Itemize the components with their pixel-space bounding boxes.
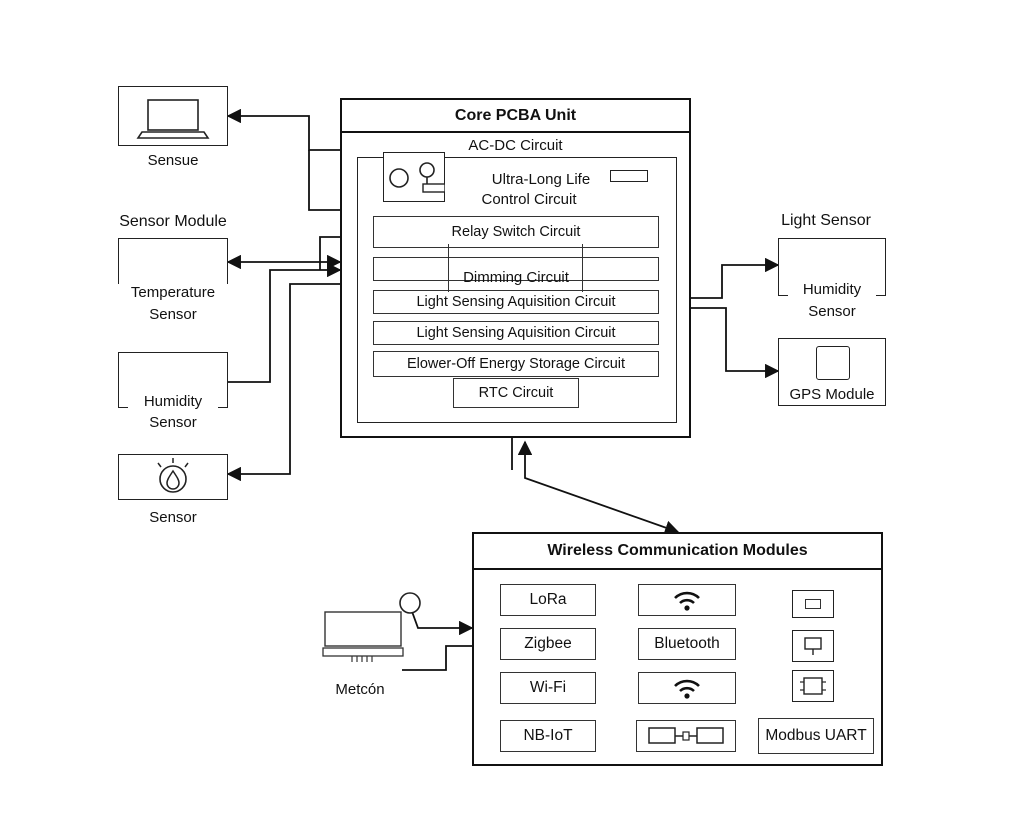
core-title-divider	[342, 131, 689, 133]
meter-label: Metcón	[335, 681, 385, 698]
wifi-module: Wi-Fi	[500, 672, 596, 704]
lora-module: LoRa	[500, 584, 596, 616]
sensor-laptop-box	[118, 86, 228, 146]
power-off-energy-storage-circuit: Elower-Off Energy Storage Circuit	[373, 351, 659, 377]
dimming-circuit: Dimming Circuit	[463, 268, 569, 286]
converter-icon	[648, 727, 724, 744]
acdc-circuit-label: AC-DC Circuit	[468, 137, 563, 154]
nbiot-module: NB-IoT	[500, 720, 596, 752]
wifi-signal-box-1	[638, 584, 736, 616]
droplet-sensor-icon	[157, 458, 189, 493]
sensor-bottom-box	[118, 454, 228, 500]
zigbee-module: Zigbee	[500, 628, 596, 660]
humidity-sensor-right-label-1: Humidity	[788, 281, 876, 298]
temperature-sensor-label-1: Temperature	[113, 284, 233, 301]
control-circuit-label-1: Ultra-Long Life	[491, 171, 591, 188]
humidity-sensor-right-label-2: Sensor	[808, 303, 856, 320]
temperature-sensor-label-2: Sensor	[149, 306, 197, 323]
gps-module-box: GPS Module	[778, 338, 886, 406]
wifi-signal-box-2	[638, 672, 736, 704]
control-indicator-icon	[389, 162, 445, 193]
link-gps	[658, 307, 780, 379]
link-core-wireless	[517, 440, 680, 535]
control-circuit-label-2: Control Circuit	[481, 191, 577, 208]
control-connector-icon	[610, 170, 648, 182]
dimming-circuit-row	[373, 257, 659, 281]
gps-chip-icon	[816, 346, 850, 380]
sensor-module-title: Sensor Module	[119, 213, 227, 230]
device-monitor-icon	[792, 630, 834, 662]
sensor-top-label: Sensue	[147, 152, 199, 169]
light-sensor-title: Light Sensor	[781, 212, 871, 229]
relay-switch-circuit: Relay Switch Circuit	[373, 216, 659, 248]
device-chip-icon	[792, 670, 834, 702]
laptop-icon	[136, 99, 210, 139]
sensor-bottom-label: Sensor	[149, 509, 197, 526]
monitor-icon	[804, 637, 822, 655]
humidity-sensor-left-label-1: Humidity	[128, 393, 218, 410]
control-unit-block	[383, 152, 445, 202]
converter-box	[636, 720, 736, 752]
dimming-right-edge	[582, 244, 584, 292]
modbus-uart-module: Modbus UART	[758, 718, 874, 754]
device-display-icon-1	[792, 590, 834, 618]
core-pcba-title: Core PCBA Unit	[454, 107, 577, 124]
rtc-circuit: RTC Circuit	[453, 378, 579, 408]
display-icon	[805, 599, 821, 609]
dimming-left-edge	[448, 244, 450, 292]
meter-device-icon	[322, 592, 421, 662]
light-sensing-acquisition-circuit-2: Light Sensing Aquisition Circuit	[373, 321, 659, 345]
link-humidity-left	[228, 262, 342, 383]
link-bottom-sensor	[226, 283, 340, 482]
bluetooth-module: Bluetooth	[638, 628, 736, 660]
humidity-sensor-left-label-2: Sensor	[149, 414, 197, 431]
wireless-title-divider	[474, 568, 881, 570]
gps-module-label: GPS Module	[789, 386, 875, 403]
wireless-title: Wireless Communication Modules	[547, 542, 808, 559]
wifi-icon	[674, 591, 700, 611]
light-sensing-acquisition-circuit-1: Light Sensing Aquisition Circuit	[373, 290, 659, 314]
chip-icon	[800, 677, 826, 695]
wifi-icon	[674, 679, 700, 699]
